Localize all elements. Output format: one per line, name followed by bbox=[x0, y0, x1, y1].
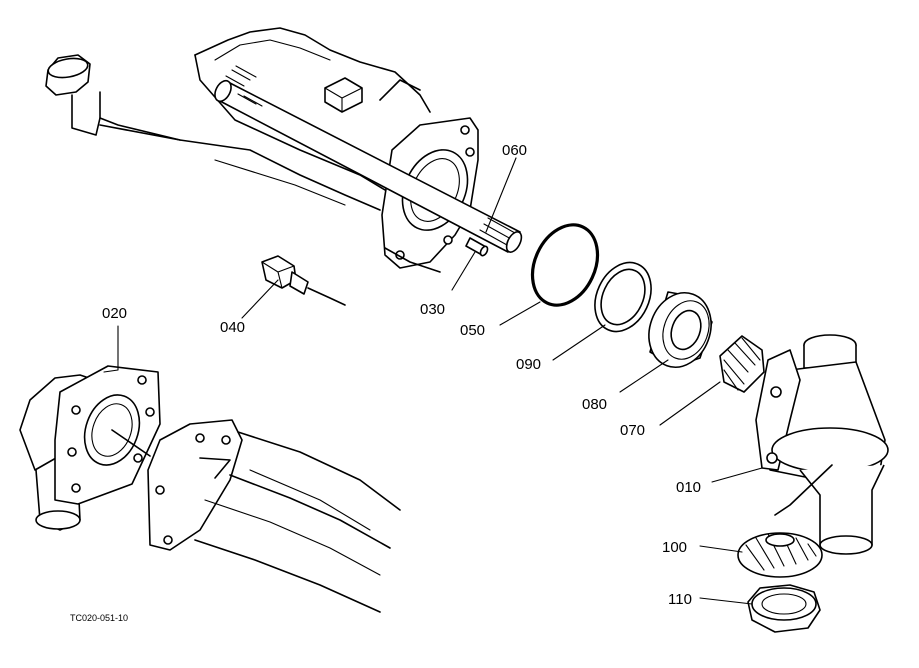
part-labels: 060 030 040 020 050 090 080 070 010 100 … bbox=[70, 142, 701, 623]
lower-bearing bbox=[747, 584, 821, 633]
knuckle-arm bbox=[45, 54, 181, 141]
part-label-110: 110 bbox=[668, 591, 692, 608]
part-label-100: 100 bbox=[662, 539, 687, 556]
part-label-070: 070 bbox=[620, 422, 645, 439]
shim bbox=[594, 261, 652, 333]
bevel-gear-small bbox=[719, 335, 765, 393]
part-label-060: 060 bbox=[502, 142, 527, 159]
cover-flange bbox=[19, 365, 161, 531]
leader-lines bbox=[103, 157, 763, 605]
part-label-040: 040 bbox=[220, 319, 245, 336]
gear-case bbox=[755, 334, 889, 555]
part-label-050: 050 bbox=[460, 322, 485, 339]
bearing bbox=[648, 291, 713, 368]
o-ring bbox=[530, 223, 600, 307]
part-label-080: 080 bbox=[582, 396, 607, 413]
lower-axle-housing bbox=[147, 419, 401, 613]
bevel-gear-large bbox=[737, 532, 823, 578]
part-label-030: 030 bbox=[420, 301, 445, 318]
diagram-code: TC020-051-10 bbox=[70, 613, 128, 623]
pin bbox=[465, 237, 489, 257]
part-label-010: 010 bbox=[676, 479, 701, 496]
part-label-090: 090 bbox=[516, 356, 541, 373]
upper-axle-housing bbox=[99, 27, 479, 273]
splined-shaft bbox=[214, 65, 523, 253]
drain-plug bbox=[261, 255, 346, 306]
part-label-020: 020 bbox=[102, 305, 127, 322]
